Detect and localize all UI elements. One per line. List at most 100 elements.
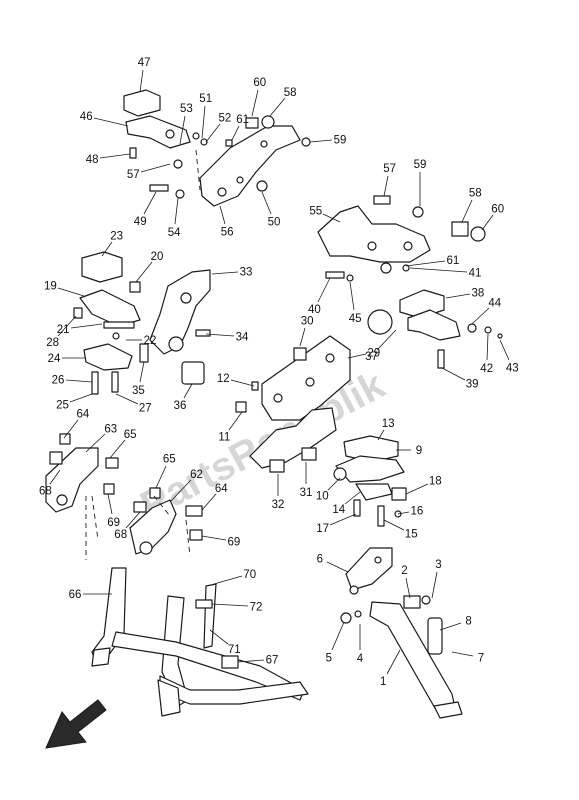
callout-61: 61: [405, 255, 459, 267]
callout-number: 51: [199, 93, 212, 105]
callout-12: 12: [217, 373, 255, 387]
callout-layer: 1234567891011121314151617181920212223242…: [39, 57, 519, 688]
callout-leader-line: [174, 197, 179, 225]
callout-30: 30: [299, 315, 313, 347]
callout-number: 67: [266, 654, 279, 666]
callout-number: 53: [180, 103, 193, 115]
callout-3: 3: [431, 559, 442, 599]
callout-4: 4: [357, 624, 364, 665]
callout-10: 10: [316, 477, 341, 503]
callout-7: 7: [451, 651, 484, 665]
callout-52: 52: [205, 113, 231, 143]
callout-35: 35: [132, 361, 145, 397]
callout-leader-line: [139, 361, 145, 383]
callout-number: 69: [228, 536, 241, 548]
callout-46: 46: [80, 111, 129, 127]
callout-number: 57: [127, 169, 140, 181]
callout-65: 65: [155, 454, 176, 489]
callout-number: 60: [253, 77, 266, 89]
callout-leader-line: [405, 260, 446, 267]
callout-number: 58: [469, 188, 482, 200]
callout-19: 19: [44, 281, 85, 297]
callout-leader-line: [109, 439, 126, 459]
callout-leader-line: [451, 651, 474, 657]
callout-6: 6: [317, 554, 349, 573]
callout-leader-line: [57, 315, 77, 337]
callout-number: 32: [272, 499, 285, 511]
callout-65: 65: [109, 429, 136, 459]
callout-number: 61: [236, 114, 249, 126]
callout-number: 59: [334, 134, 347, 146]
front-direction-arrow: [45, 699, 107, 749]
rear-right-footrest-assembly: [317, 195, 503, 369]
callout-70: 70: [213, 569, 256, 585]
callout-leader-line: [486, 333, 489, 361]
callout-number: 63: [104, 424, 117, 436]
callout-number: 15: [405, 529, 418, 541]
callout-leader-line: [251, 89, 259, 117]
callout-number: 60: [491, 204, 504, 216]
callout-54: 54: [168, 197, 181, 239]
callout-leader-line: [209, 629, 229, 645]
callout-40: 40: [308, 277, 331, 316]
callout-number: 66: [69, 589, 82, 601]
callout-number: 41: [469, 268, 482, 280]
callout-number: 58: [284, 87, 297, 99]
callout-leader-line: [219, 205, 226, 225]
callout-number: 7: [478, 653, 484, 665]
callout-leader-line: [499, 339, 510, 361]
callout-leader-line: [431, 571, 438, 599]
callout-17: 17: [316, 513, 357, 535]
callout-leader-line: [213, 575, 243, 585]
callout-leader-line: [205, 333, 235, 337]
callout-leader-line: [347, 353, 367, 359]
callout-47: 47: [138, 57, 150, 93]
callout-leader-line: [99, 153, 131, 159]
callout-number: 17: [316, 523, 329, 535]
callout-49: 49: [134, 191, 157, 228]
callout-68: 68: [39, 469, 61, 498]
callout-leader-line: [376, 329, 397, 351]
callout-leader-line: [349, 281, 355, 311]
callout-63: 63: [85, 424, 117, 453]
callout-64: 64: [201, 483, 228, 511]
callout-number: 13: [382, 418, 395, 430]
callout-leader-line: [143, 191, 157, 215]
callout-number: 72: [250, 601, 263, 613]
callout-leader-line: [169, 479, 192, 503]
callout-68: 68: [114, 511, 141, 541]
callout-number: 22: [144, 335, 157, 347]
callout-number: 55: [309, 206, 322, 218]
callout-14: 14: [332, 491, 361, 516]
callout-leader-line: [405, 483, 429, 495]
callout-5: 5: [326, 621, 345, 664]
callout-leader-line: [140, 163, 171, 173]
callout-leader-line: [135, 261, 153, 283]
callout-leader-line: [183, 383, 193, 399]
callout-leader-line: [317, 277, 331, 303]
callout-59: 59: [414, 159, 426, 206]
callout-59: 59: [309, 134, 347, 146]
callout-69: 69: [201, 535, 241, 548]
callout-leader-line: [49, 469, 61, 485]
callout-leader-line: [329, 513, 357, 526]
callout-number: 20: [151, 251, 164, 263]
callout-number: 70: [243, 569, 256, 581]
callout-leader-line: [115, 393, 139, 405]
callout-41: 41: [409, 268, 482, 280]
callout-33: 33: [211, 266, 252, 278]
callout-1: 1: [380, 649, 401, 688]
callout-28: 28: [46, 315, 77, 349]
callout-number: 64: [77, 409, 90, 421]
callout-leader-line: [326, 561, 349, 573]
callout-number: 48: [86, 154, 99, 166]
callout-number: 68: [114, 529, 127, 541]
callout-leader-line: [93, 117, 129, 127]
callout-11: 11: [218, 411, 243, 444]
callout-38: 38: [445, 288, 484, 300]
callout-leader-line: [65, 379, 93, 383]
callout-number: 2: [401, 565, 407, 577]
callout-67: 67: [237, 654, 279, 666]
callout-number: 46: [80, 111, 93, 123]
